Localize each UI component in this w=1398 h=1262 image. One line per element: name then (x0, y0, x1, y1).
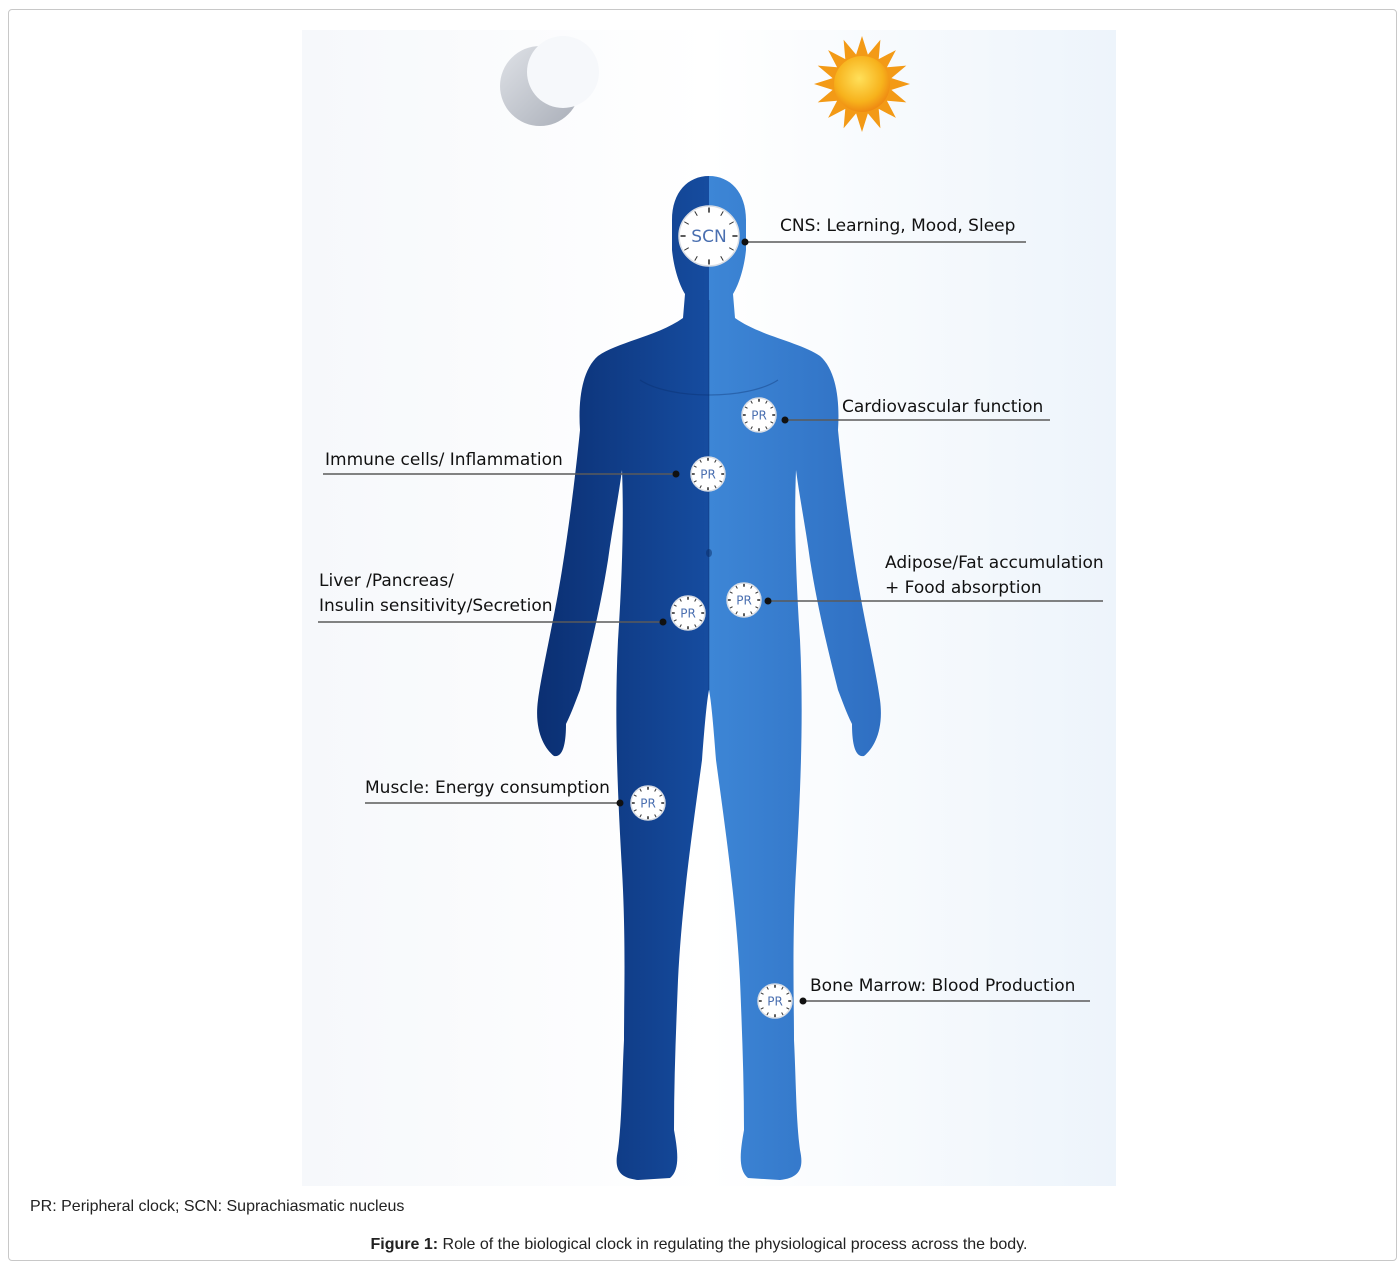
figure-caption: Figure 1: Role of the biological clock i… (0, 1236, 1398, 1254)
label-liver-line1: Liver /Pancreas/ (319, 571, 454, 591)
pr-clock-immune: PR (691, 457, 725, 491)
sun-icon (814, 36, 910, 132)
scn-clock: SCN (679, 206, 739, 266)
pr-clock-adipose: PR (727, 583, 761, 617)
sun-core (834, 56, 890, 112)
pr-clock-label: PR (640, 796, 656, 810)
scn-clock-label: SCN (691, 227, 726, 247)
caption-abbreviations: PR: Peripheral clock; SCN: Suprachiasmat… (30, 1198, 404, 1216)
pr-clock-muscle: PR (631, 786, 665, 820)
label-muscle: Muscle: Energy consumption (365, 778, 610, 798)
label-liver-line2: Insulin sensitivity/Secretion (319, 596, 553, 616)
figure-caption-text: Role of the biological clock in regulati… (438, 1236, 1027, 1253)
label-adipose-line2: + Food absorption (885, 578, 1042, 598)
label-immune: Immune cells/ Inflammation (325, 450, 563, 470)
label-adipose-line1: Adipose/Fat accumulation (885, 553, 1104, 573)
pr-clock-label: PR (751, 408, 767, 422)
pr-clock-liver: PR (671, 596, 705, 630)
pr-clock-cardio: PR (742, 398, 776, 432)
figure-caption-label: Figure 1: (371, 1236, 439, 1253)
pr-clock-label: PR (700, 467, 716, 481)
label-cardiovascular: Cardiovascular function (842, 397, 1043, 417)
pr-clock-label: PR (680, 606, 696, 620)
pr-clock-label: PR (767, 994, 783, 1008)
pr-clock-bone: PR (758, 984, 792, 1018)
pr-clock-label: PR (736, 593, 752, 607)
label-cns: CNS: Learning, Mood, Sleep (780, 216, 1015, 236)
label-bone-marrow: Bone Marrow: Blood Production (810, 976, 1075, 996)
